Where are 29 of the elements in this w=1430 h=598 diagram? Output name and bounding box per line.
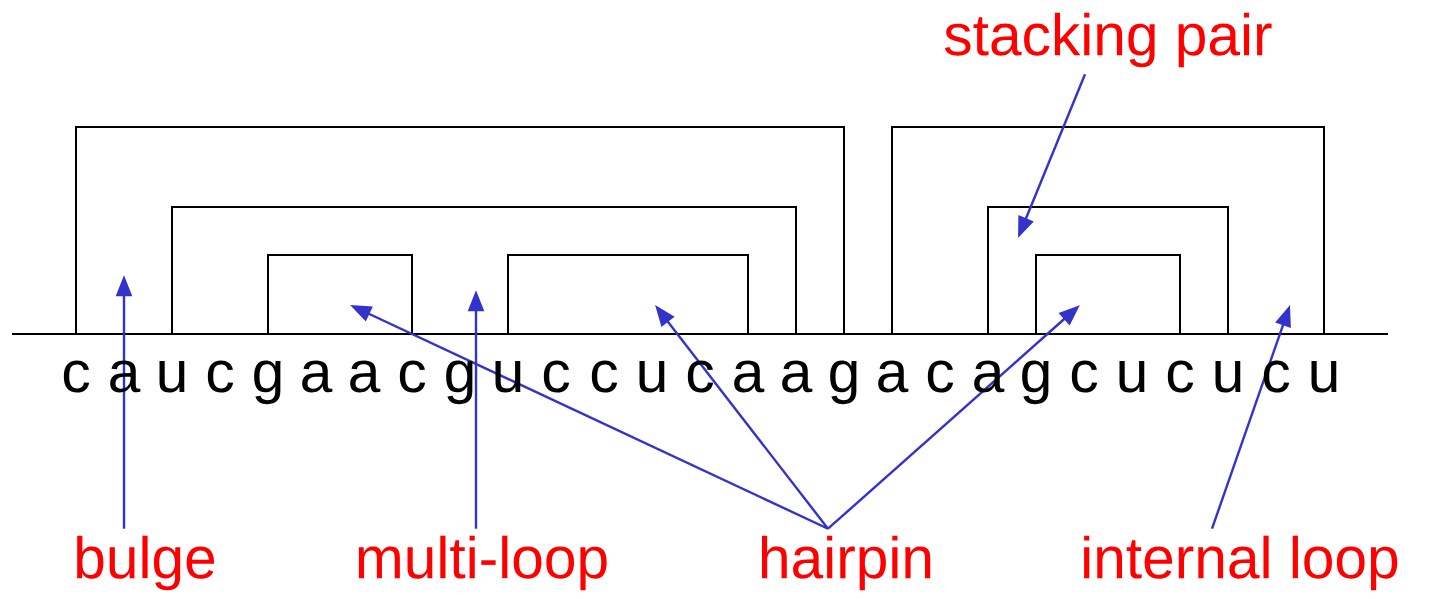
nucleotide-letter: c [687,360,714,393]
nucleotide-letter: g [830,360,857,405]
nucleotide-letter: g [446,360,473,405]
loop-label: multi-loop [358,535,607,591]
nucleotide-letter: u [1119,361,1145,393]
nucleotide-letter: c [1167,360,1194,393]
nucleotide-letter: c [543,360,570,393]
nucleotide-letter: c [399,360,426,393]
nucleotide-letter: g [254,360,281,405]
nucleotide-letter: c [1071,360,1098,393]
nucleotide-letter: a [302,360,333,393]
nucleotide-letter: u [639,361,665,393]
loop-label: hairpin [762,535,931,591]
nucleotide-letter: c [1263,360,1290,393]
loop-label: bulge [77,535,215,591]
nucleotide-letter: c [63,360,90,393]
nucleotide-letter: u [1215,361,1241,393]
loop-label: stacking pair [944,12,1272,68]
nucleotide-letter: c [207,360,234,393]
nucleotide-letter: a [782,360,813,393]
nucleotide-letter: a [350,360,381,393]
loop-label: internal loop [1084,535,1398,591]
nucleotide-letter: a [878,360,909,393]
nucleotide-letter: c [927,360,954,393]
nucleotide-letter: u [159,361,185,393]
nucleotide-letter: c [591,360,618,393]
nucleotide-letter: g [1022,360,1049,405]
nucleotide-letter: u [1311,361,1337,393]
nucleotide-letter: a [734,360,765,393]
